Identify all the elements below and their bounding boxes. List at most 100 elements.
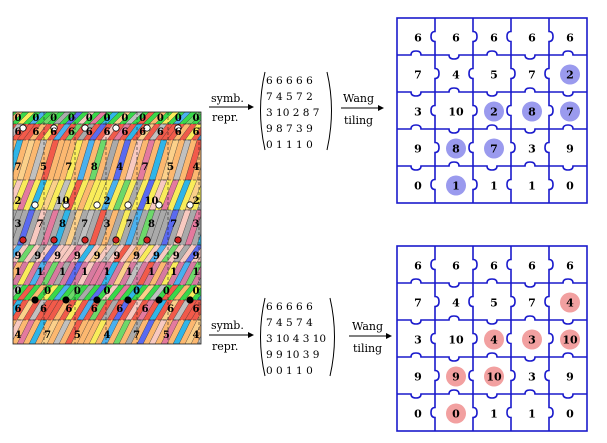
pattern-label: 7 [170, 219, 177, 230]
tile-highlight-marker [484, 329, 504, 350]
tile-label: 2 [490, 106, 498, 119]
arrow-label-top: symb. [211, 92, 244, 105]
wang-tile: 0 [414, 180, 422, 193]
wang-tile: 4 [452, 297, 460, 310]
pattern-label: 9 [113, 251, 120, 262]
tile-label: 4 [452, 297, 460, 310]
wang-tile: 0 [414, 408, 422, 421]
pattern-label: 6 [116, 304, 123, 315]
pattern-label: 1 [15, 267, 22, 278]
tile-label: 0 [414, 180, 422, 193]
top-matrix: 6 6 6 6 67 4 5 7 23 10 2 8 79 8 7 3 90 1… [260, 71, 332, 151]
tile-highlight-marker [484, 366, 504, 387]
wang-tile: 10 [484, 366, 504, 387]
pattern-triangle [209, 210, 227, 245]
pattern-label: 0 [104, 113, 111, 124]
wang-tile: 6 [490, 260, 498, 273]
tile-edge-vertical [506, 18, 516, 203]
tile-highlight-marker [560, 64, 580, 85]
pattern-dot [143, 124, 151, 132]
pattern-triangle [0, 320, 11, 344]
tile-label: 4 [452, 69, 460, 82]
pattern-label: 3 [104, 219, 111, 230]
pattern-label: 6 [157, 127, 164, 138]
pattern-label: 5 [74, 330, 81, 341]
tile-label: 2 [566, 69, 574, 82]
tile-edge-vertical [468, 18, 478, 203]
pattern-dot [19, 236, 27, 244]
wang-tile: 9 [414, 143, 422, 156]
pattern-label: 1 [104, 267, 111, 278]
pattern-label: 3 [193, 219, 200, 230]
pattern-label: 9 [153, 251, 160, 262]
tile-edge-vertical [430, 246, 440, 431]
pattern-triangle [184, 319, 201, 344]
tile-label: 0 [566, 408, 574, 421]
tile-label: 9 [566, 143, 574, 156]
tile-label: 4 [490, 334, 498, 347]
wang-tile: 8 [522, 101, 542, 122]
arrow-label-top: Wang [343, 92, 374, 105]
wang-tile: 4 [560, 292, 580, 313]
pattern-label: 6 [193, 127, 200, 138]
wang-tile: 7 [414, 297, 422, 310]
pattern-label: 6 [40, 304, 47, 315]
pattern-label: 7 [81, 219, 88, 230]
tile-label: 5 [490, 69, 498, 82]
tile-label: 6 [452, 260, 460, 273]
wang-tile: 5 [490, 297, 498, 310]
pattern-dot [124, 296, 132, 304]
tile-label: 9 [566, 371, 574, 384]
tile-label: 7 [414, 297, 422, 310]
pattern-label: 1 [81, 267, 88, 278]
tile-edge-horizontal [397, 389, 587, 399]
pattern-dot [143, 236, 151, 244]
wang-tile: 3 [528, 143, 536, 156]
tile-label: 3 [528, 334, 536, 347]
wang-tile: 1 [528, 180, 536, 193]
pattern-label: 0 [175, 113, 182, 124]
pattern-dot [155, 201, 163, 209]
tile-label: 10 [486, 371, 502, 384]
tile-highlight-marker [560, 101, 580, 122]
tile-highlight-marker [522, 329, 542, 350]
pattern-label: 9 [74, 251, 81, 262]
tile-edge-horizontal [397, 315, 587, 325]
pattern-label: 6 [175, 127, 182, 138]
tile-label: 3 [528, 371, 536, 384]
pattern-label: 4 [116, 162, 123, 173]
pattern-frame [12, 111, 202, 345]
tile-highlight-marker [484, 101, 504, 122]
tile-label: 7 [528, 297, 536, 310]
pattern-dot [124, 201, 132, 209]
pattern-label: 6 [32, 127, 39, 138]
pattern-label: 7 [44, 330, 51, 341]
wang-tile: 6 [566, 260, 574, 273]
pattern-label: 9 [193, 251, 200, 262]
tile-edge-vertical [468, 246, 478, 431]
pattern-label: 7 [142, 162, 149, 173]
pattern-triangle [0, 262, 11, 285]
tile-label: 3 [528, 143, 536, 156]
pattern-label: 7 [126, 219, 133, 230]
pattern-triangle [0, 245, 11, 262]
tile-edge-vertical [506, 246, 516, 431]
tile-edge-horizontal [397, 124, 587, 134]
wang-tile: 4 [452, 69, 460, 82]
pattern-label: 2 [15, 196, 22, 207]
pattern-label: 0 [133, 286, 140, 297]
wang-tile: 3 [414, 334, 422, 347]
pattern-triangle [0, 180, 11, 210]
pattern-label: 1 [170, 267, 177, 278]
matrix-row: 3 10 4 3 10 [266, 333, 326, 345]
pattern-triangle [209, 245, 227, 262]
tile-label: 4 [566, 297, 574, 310]
tile-label: 6 [490, 260, 498, 273]
wang-tile: 1 [446, 175, 466, 196]
matrix-row: 0 1 1 1 0 [266, 139, 313, 151]
tile-label: 6 [566, 32, 574, 45]
pattern-triangle [196, 134, 201, 141]
pattern-label: 1 [59, 267, 66, 278]
